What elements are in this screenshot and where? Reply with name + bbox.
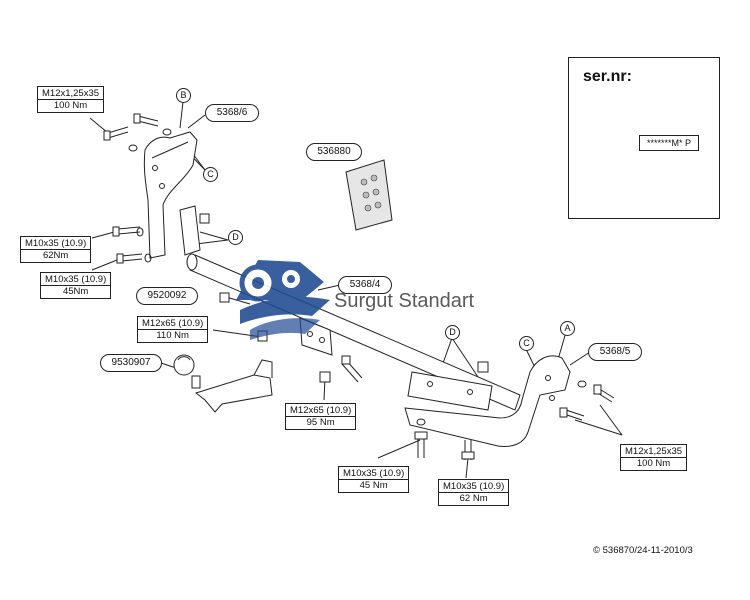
bolt-size: M10x35 (10.9) [21, 237, 91, 250]
watermark-logo-icon [236, 260, 330, 340]
bolt-size: M12x65 (10.9) [286, 404, 356, 417]
bolt-torque: 62 Nm [459, 493, 488, 504]
ref-letter-c-left: C [203, 167, 218, 182]
serial-number-panel: ser.nr: *******M* P [568, 57, 720, 219]
ref-letter-c-right: C [519, 336, 534, 351]
bolt-torque: 45Nm [62, 286, 89, 297]
bolt-spec-right: M12x1,25x35 100 Nm [620, 444, 688, 471]
bolt-torque: 110 Nm [156, 330, 189, 341]
bolt-spec-bottom-mid-2: M10x35 (10.9) 62 Nm [438, 479, 510, 506]
tow-ball-assembly [173, 354, 273, 413]
part-label-bracket-left: 5368/6 [205, 104, 259, 122]
watermark-text: Surgut Standart [334, 290, 475, 312]
ref-letter-b: B [176, 88, 191, 103]
bolt-spec-top-left: M12x1,25x35 100 Nm [37, 86, 105, 113]
right-mount-plate [407, 361, 493, 411]
bolt-torque: 100 Nm [53, 100, 88, 111]
bolt-spec-mid-left-1: M10x35 (10.9) 62Nm [20, 236, 92, 263]
bolts [103, 113, 615, 460]
bolt-torque: 95 Nm [306, 417, 335, 428]
bolt-spec-ball-mount: M12x65 (10.9) 110 Nm [137, 316, 209, 343]
bolt-torque: 100 Nm [636, 458, 671, 469]
serial-code: *******M* P [639, 135, 699, 151]
right-bracket-outline [404, 355, 571, 447]
bolt-size: M10x35 (10.9) [41, 273, 111, 286]
bolt-size: M12x1,25x35 [38, 87, 104, 100]
bolt-size: M12x65 (10.9) [138, 317, 208, 330]
ref-letter-d-left: D [228, 230, 243, 245]
part-label-bolt-kit: 9520092 [136, 287, 198, 305]
bolt-torque: 45 Nm [359, 480, 388, 491]
part-label-crossbar: 5368/4 [338, 276, 392, 294]
bolt-spec-mid-left-2: M10x35 (10.9) 45Nm [40, 272, 112, 299]
part-label-bracket-right: 5368/5 [588, 343, 642, 361]
part-label-instructions-card: 536880 [306, 143, 362, 161]
bolt-spec-center: M12x65 (10.9) 95 Nm [285, 403, 357, 430]
bolt-size: M12x1,25x35 [621, 445, 687, 458]
copyright-text: © 536870/24-11-2010/3 [593, 545, 693, 556]
bolt-size: M10x35 (10.9) [339, 467, 409, 480]
part-label-tow-ball: 9530907 [100, 354, 162, 372]
bolt-size: M10x35 (10.9) [439, 480, 509, 493]
bolt-torque: 62Nm [42, 250, 69, 261]
bolt-spec-bottom-mid-1: M10x35 (10.9) 45 Nm [338, 466, 410, 493]
instruction-card [345, 159, 393, 231]
ref-letter-a: A [560, 321, 575, 336]
left-bracket-outline [143, 131, 198, 259]
ref-letter-d-right: D [445, 325, 460, 340]
serial-label: ser.nr: [583, 68, 632, 85]
left-mount-plate [179, 205, 210, 256]
